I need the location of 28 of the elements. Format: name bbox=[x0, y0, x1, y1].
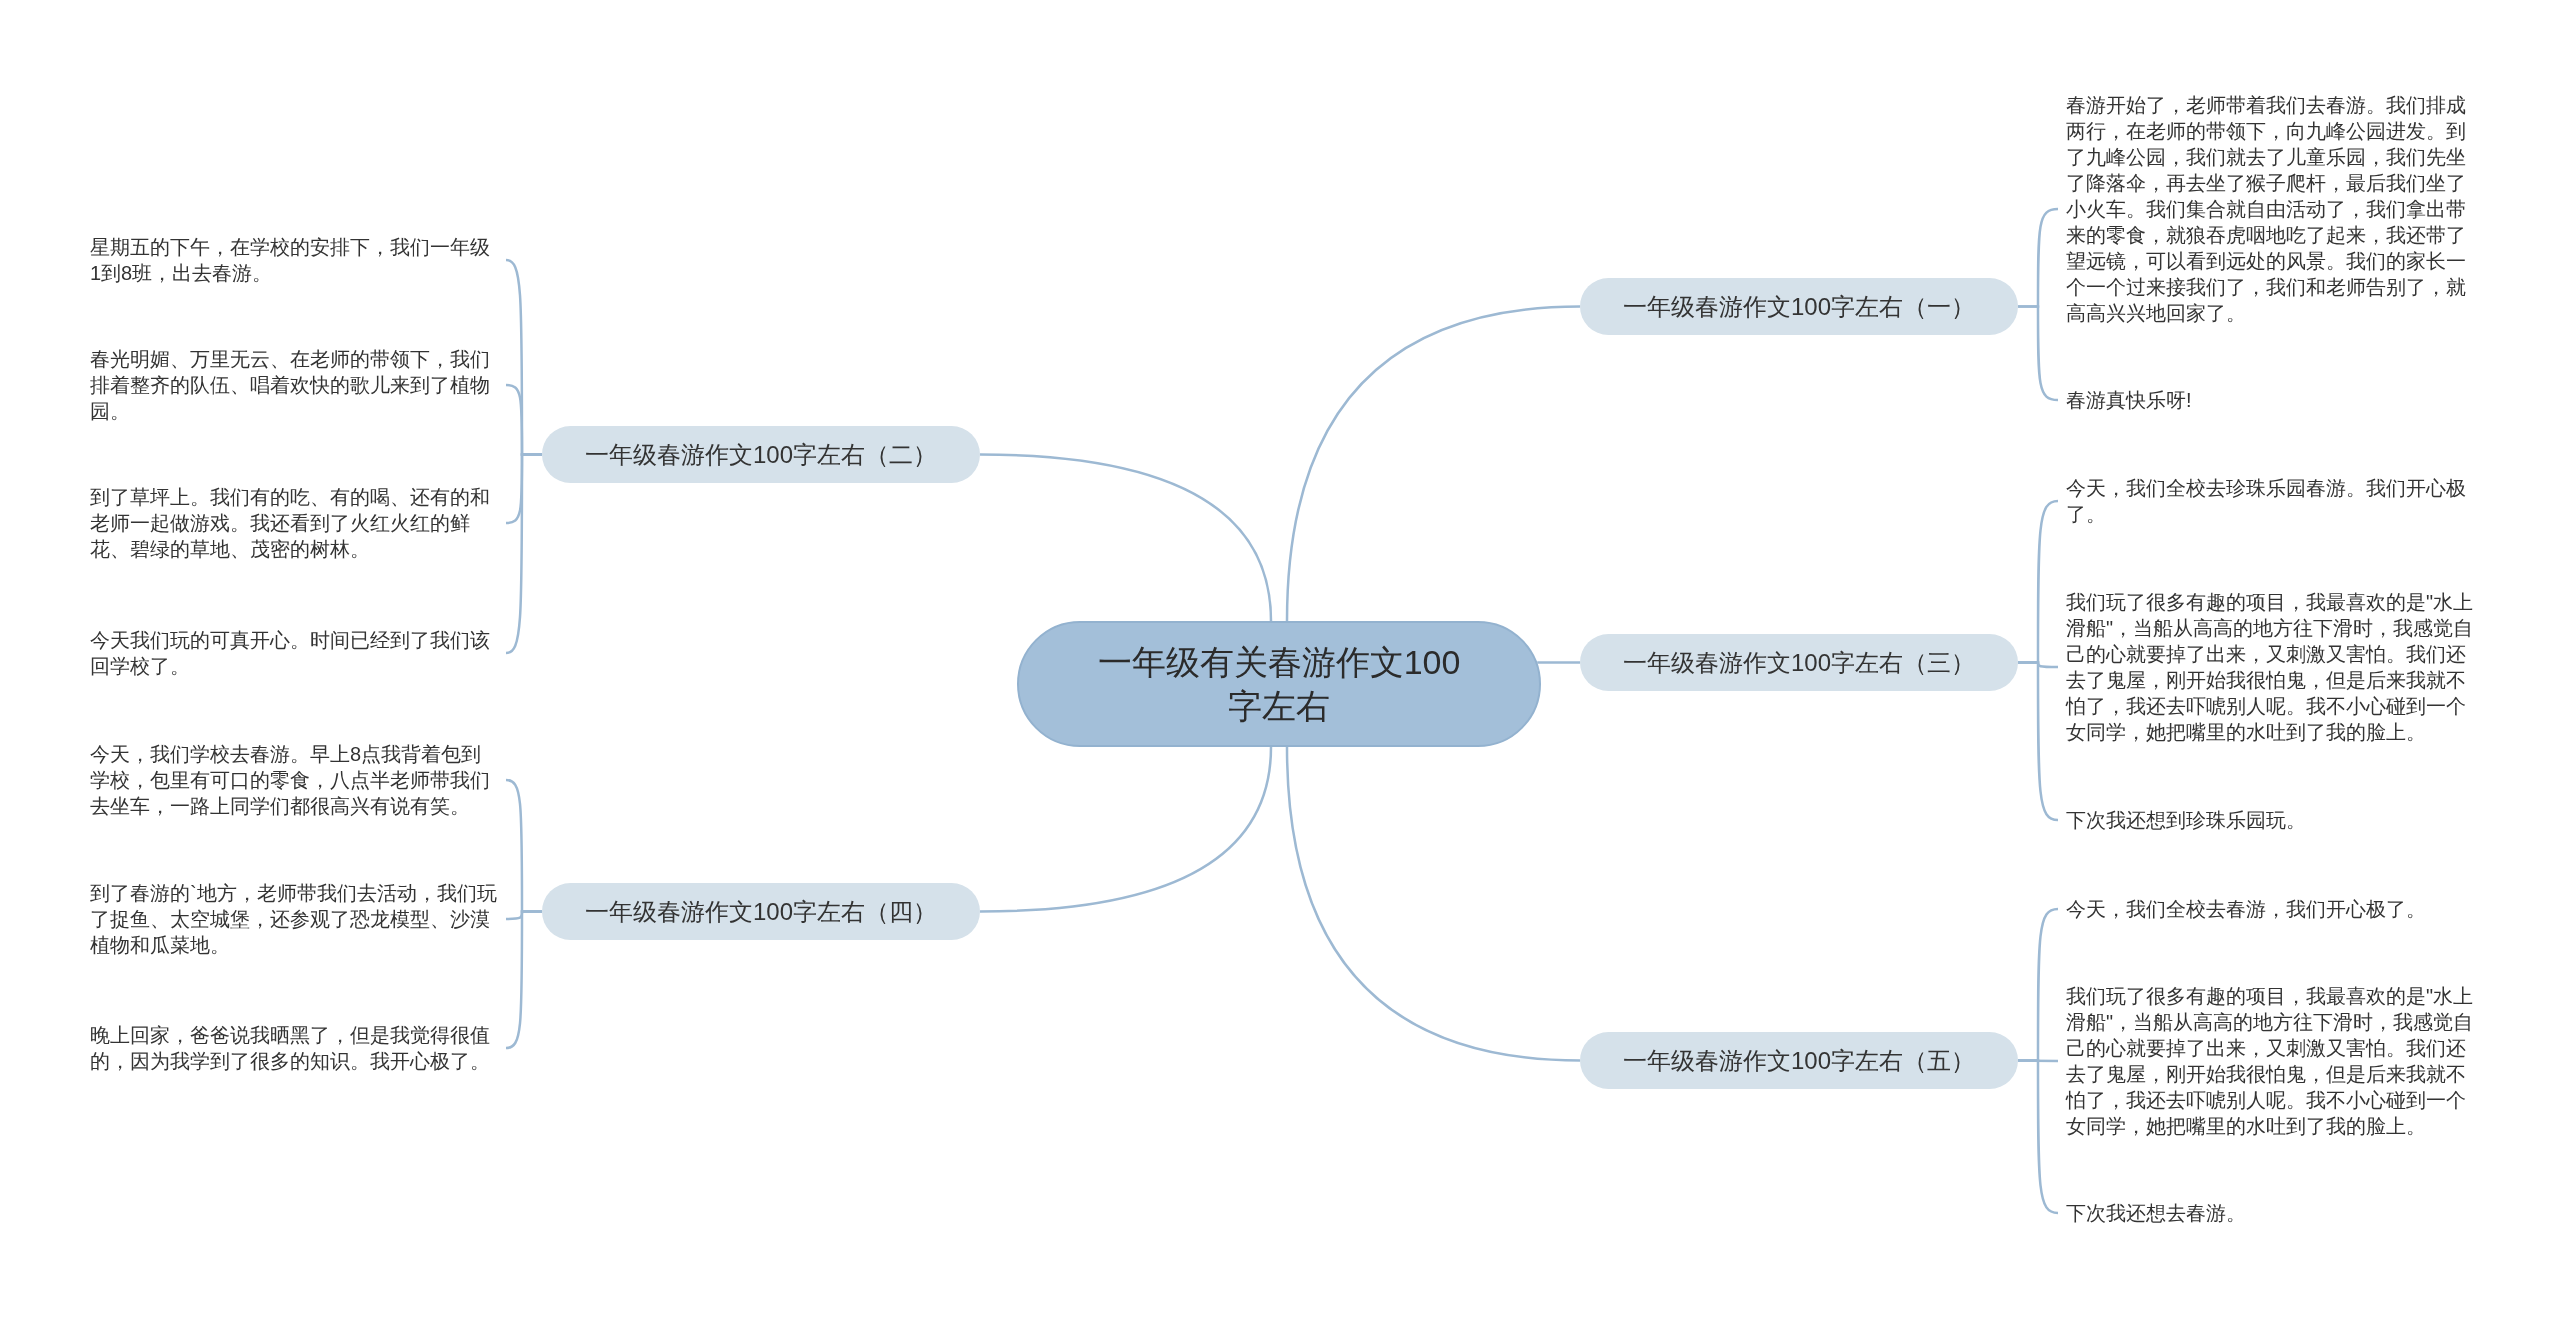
paragraph-text: 我们玩了很多有趣的项目，我最喜欢的是"水上滑船"，当船从高高的地方往下滑时，我感觉自己的心就要掉了出来，又刺激又害怕。我们还去了鬼屋，刚开始我很怕鬼，但是后来我就不怕了，我还去吓唬别人呢。我不小心碰到一个女同学，她把嘴里的水吐到了我的脸上。 bbox=[2058, 983, 2474, 1139]
connector-line bbox=[1285, 305, 1581, 622]
paragraph-text: 下次我还想去春游。 bbox=[2058, 1200, 2474, 1226]
connector-line bbox=[979, 453, 1273, 622]
paragraph-text: 晚上回家，爸爸说我晒黑了，但是我觉得很值的，因为我学到了很多的知识。我开心极了。 bbox=[90, 1022, 506, 1074]
central-topic: 一年级有关春游作文100字左右 bbox=[1017, 621, 1541, 747]
connector-line bbox=[2018, 305, 2059, 402]
subtopic: 一年级春游作文100字左右（二） bbox=[542, 426, 980, 483]
paragraph-text: 春游真快乐呀! bbox=[2058, 387, 2474, 413]
paragraph-text: 到了草坪上。我们有的吃、有的喝、还有的和老师一起做游戏。我还看到了火红火红的鲜花、碧绿的草地、茂密的树林。 bbox=[90, 484, 506, 562]
paragraph-text: 今天我们玩的可真开心。时间已经到了我们该回学校了。 bbox=[90, 627, 506, 679]
subtopic: 一年级春游作文100字左右（三） bbox=[1580, 634, 2018, 691]
paragraph-text: 今天，我们学校去春游。早上8点我背着包到学校，包里有可口的零食，八点半老师带我们去坐车，一路上同学们都很高兴有说有笑。 bbox=[90, 741, 506, 819]
connector-line bbox=[1285, 746, 1581, 1062]
subtopic: 一年级春游作文100字左右（五） bbox=[1580, 1032, 2018, 1089]
connector-line bbox=[2018, 1059, 2059, 1215]
subtopic: 一年级春游作文100字左右（四） bbox=[542, 883, 980, 940]
paragraph-text: 今天，我们全校去珍珠乐园春游。我们开心极了。 bbox=[2058, 475, 2474, 527]
connector-line bbox=[979, 746, 1273, 913]
paragraph-text: 到了春游的`地方，老师带我们去活动，我们玩了捉鱼、太空城堡，还参观了恐龙模型、沙漠植物和瓜菜地。 bbox=[90, 880, 506, 958]
paragraph-text: 下次我还想到珍珠乐园玩。 bbox=[2058, 807, 2474, 833]
connector-line bbox=[1537, 661, 1580, 664]
paragraph-text: 我们玩了很多有趣的项目，我最喜欢的是"水上滑船"，当船从高高的地方往下滑时，我感觉自己的心就要掉了出来，又刺激又害怕。我们还去了鬼屋，刚开始我很怕鬼，但是后来我就不怕了，我还去吓唬别人呢。我不小心碰到一个女同学，她把嘴里的水吐到了我的脸上。 bbox=[2058, 589, 2474, 745]
paragraph-text: 春光明媚、万里无云、在老师的带领下，我们排着整齐的队伍、唱着欢快的歌儿来到了植物园。 bbox=[90, 346, 506, 424]
paragraph-text: 春游开始了，老师带着我们去春游。我们排成两行，在老师的带领下，向九峰公园进发。到了九峰公园，我们就去了儿童乐园，我们先坐了降落伞，再去坐了猴子爬杆，最后我们坐了小火车。我们集合就自由活动了，我们拿出带来的零食，就狼吞虎咽地吃了起来，我还带了望远镜，可以看到远处的风景。我们的家长一个一个过来接我们了，我们和老师告别了，就高高兴兴地回家了。 bbox=[2058, 92, 2474, 326]
paragraph-text: 星期五的下午，在学校的安排下，我们一年级1到8班，出去春游。 bbox=[90, 234, 506, 286]
paragraph-text: 今天，我们全校去春游，我们开心极了。 bbox=[2058, 896, 2474, 922]
subtopic: 一年级春游作文100字左右（一） bbox=[1580, 278, 2018, 335]
